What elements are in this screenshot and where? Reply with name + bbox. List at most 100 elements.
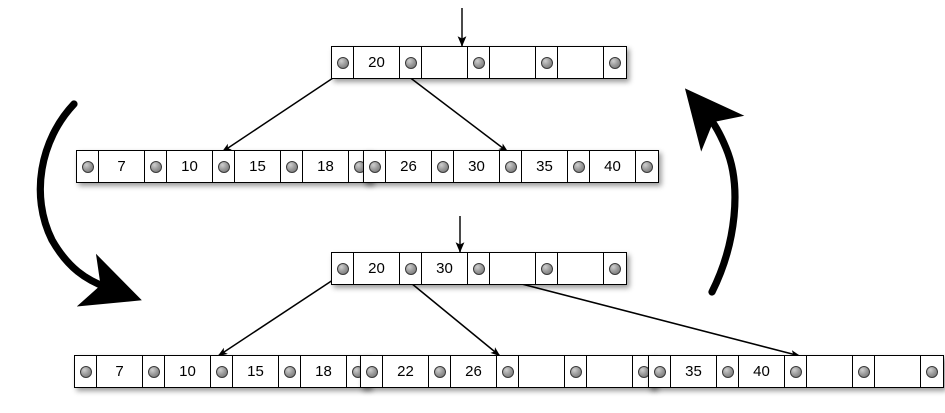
root-before-key-2 — [422, 47, 468, 78]
pointer-dot-icon — [285, 160, 298, 173]
root-before-pointer-3[interactable] — [468, 47, 490, 78]
root-after-pointer-4[interactable] — [536, 253, 558, 284]
pointer-dot-icon — [368, 160, 381, 173]
leaf-before-1-pointer-3[interactable] — [213, 151, 235, 182]
leaf-after-1-key-4: 18 — [301, 356, 347, 387]
leaf-after-3-key-3 — [807, 356, 853, 387]
root-after-key-3 — [490, 253, 536, 284]
root-before-key-4 — [558, 47, 604, 78]
root-after-pointer-5[interactable] — [604, 253, 626, 284]
pointer-dot-icon — [336, 262, 349, 275]
leaf-before-1-key-4: 18 — [303, 151, 349, 182]
leaf-after-2-pointer-4[interactable] — [565, 356, 587, 387]
leaf-before-2-pointer-2[interactable] — [432, 151, 454, 182]
pointer-dot-icon — [147, 365, 160, 378]
leaf-before-2[interactable]: 26 30 35 40 — [363, 150, 659, 183]
root-before-pointer-4[interactable] — [536, 47, 558, 78]
leaf-after-1-key-2: 10 — [165, 356, 211, 387]
leaf-before-1-key-3: 15 — [235, 151, 281, 182]
pointer-dot-icon — [472, 56, 485, 69]
pointer-dot-icon — [404, 56, 417, 69]
leaf-after-2-key-2: 26 — [451, 356, 497, 387]
leaf-after-2-pointer-2[interactable] — [429, 356, 451, 387]
leaf-before-2-key-4: 40 — [590, 151, 636, 182]
pointer-dot-icon — [609, 56, 621, 69]
leaf-before-2-pointer-3[interactable] — [500, 151, 522, 182]
leaf-after-2-key-4 — [587, 356, 633, 387]
pointer-dot-icon — [149, 160, 162, 173]
leaf-before-1[interactable]: 7 10 15 18 — [76, 150, 372, 183]
leaf-before-1-pointer-1[interactable] — [77, 151, 99, 182]
leaf-after-3-pointer-3[interactable] — [785, 356, 807, 387]
leaf-after-2-pointer-1[interactable] — [361, 356, 383, 387]
pointer-arrow-before-2 — [399, 69, 509, 153]
pointer-dot-icon — [540, 56, 553, 69]
pointer-dot-icon — [572, 160, 585, 173]
root-before-key-3 — [490, 47, 536, 78]
leaf-after-1-pointer-1[interactable] — [75, 356, 97, 387]
pointer-arrow-after-2 — [399, 273, 501, 357]
root-after-pointer-3[interactable] — [468, 253, 490, 284]
root-after-key-4 — [558, 253, 604, 284]
leaf-before-2-key-3: 35 — [522, 151, 568, 182]
pointer-dot-icon — [540, 262, 553, 275]
root-before[interactable]: 20 — [331, 46, 627, 79]
leaf-after-3-key-4 — [875, 356, 921, 387]
leaf-before-1-key-2: 10 — [167, 151, 213, 182]
leaf-before-2-pointer-5[interactable] — [636, 151, 658, 182]
leaf-after-1-pointer-4[interactable] — [279, 356, 301, 387]
root-before-pointer-5[interactable] — [604, 47, 626, 78]
pointer-dot-icon — [433, 365, 446, 378]
leaf-after-3-key-2: 40 — [739, 356, 785, 387]
leaf-after-1[interactable]: 7 10 15 18 — [74, 355, 370, 388]
pointer-dot-icon — [79, 365, 92, 378]
pointer-dot-icon — [789, 365, 802, 378]
pointer-arrow-after-1 — [217, 273, 343, 357]
leaf-after-1-pointer-2[interactable] — [143, 356, 165, 387]
leaf-after-3-pointer-2[interactable] — [717, 356, 739, 387]
pointer-dot-icon — [365, 365, 378, 378]
pointer-dot-icon — [81, 160, 94, 173]
pointer-dot-icon — [404, 262, 417, 275]
pointer-dot-icon — [653, 365, 666, 378]
leaf-before-1-key-1: 7 — [99, 151, 145, 182]
leaf-after-2-key-3 — [519, 356, 565, 387]
pointer-dot-icon — [336, 56, 349, 69]
leaf-after-3-pointer-4[interactable] — [853, 356, 875, 387]
leaf-before-1-pointer-4[interactable] — [281, 151, 303, 182]
leaf-after-1-key-3: 15 — [233, 356, 279, 387]
leaf-before-2-key-1: 26 — [386, 151, 432, 182]
leaf-after-3-pointer-5[interactable] — [921, 356, 943, 387]
pointer-dot-icon — [472, 262, 485, 275]
pointer-dot-icon — [436, 160, 449, 173]
leaf-after-2-pointer-3[interactable] — [497, 356, 519, 387]
pointer-arrow-before-1 — [221, 71, 343, 153]
pointer-dot-icon — [217, 160, 230, 173]
root-after-pointer-2[interactable] — [400, 253, 422, 284]
leaf-before-2-key-2: 30 — [454, 151, 500, 182]
root-before-pointer-1[interactable] — [332, 47, 354, 78]
pointer-dot-icon — [857, 365, 870, 378]
leaf-after-1-pointer-3[interactable] — [211, 356, 233, 387]
pointer-dot-icon — [504, 160, 517, 173]
pointer-dot-icon — [569, 365, 582, 378]
root-before-key-1: 20 — [354, 47, 400, 78]
leaf-after-3-pointer-1[interactable] — [649, 356, 671, 387]
root-after-pointer-1[interactable] — [332, 253, 354, 284]
leaf-after-1-key-1: 7 — [97, 356, 143, 387]
pointer-dot-icon — [721, 365, 734, 378]
pointer-dot-icon — [283, 365, 296, 378]
root-before-pointer-2[interactable] — [400, 47, 422, 78]
leaf-before-2-pointer-4[interactable] — [568, 151, 590, 182]
leaf-before-2-pointer-1[interactable] — [364, 151, 386, 182]
pointer-dot-icon — [215, 365, 228, 378]
leaf-before-1-pointer-2[interactable] — [145, 151, 167, 182]
flow-arrow-right-path — [684, 88, 745, 296]
pointer-dot-icon — [501, 365, 514, 378]
